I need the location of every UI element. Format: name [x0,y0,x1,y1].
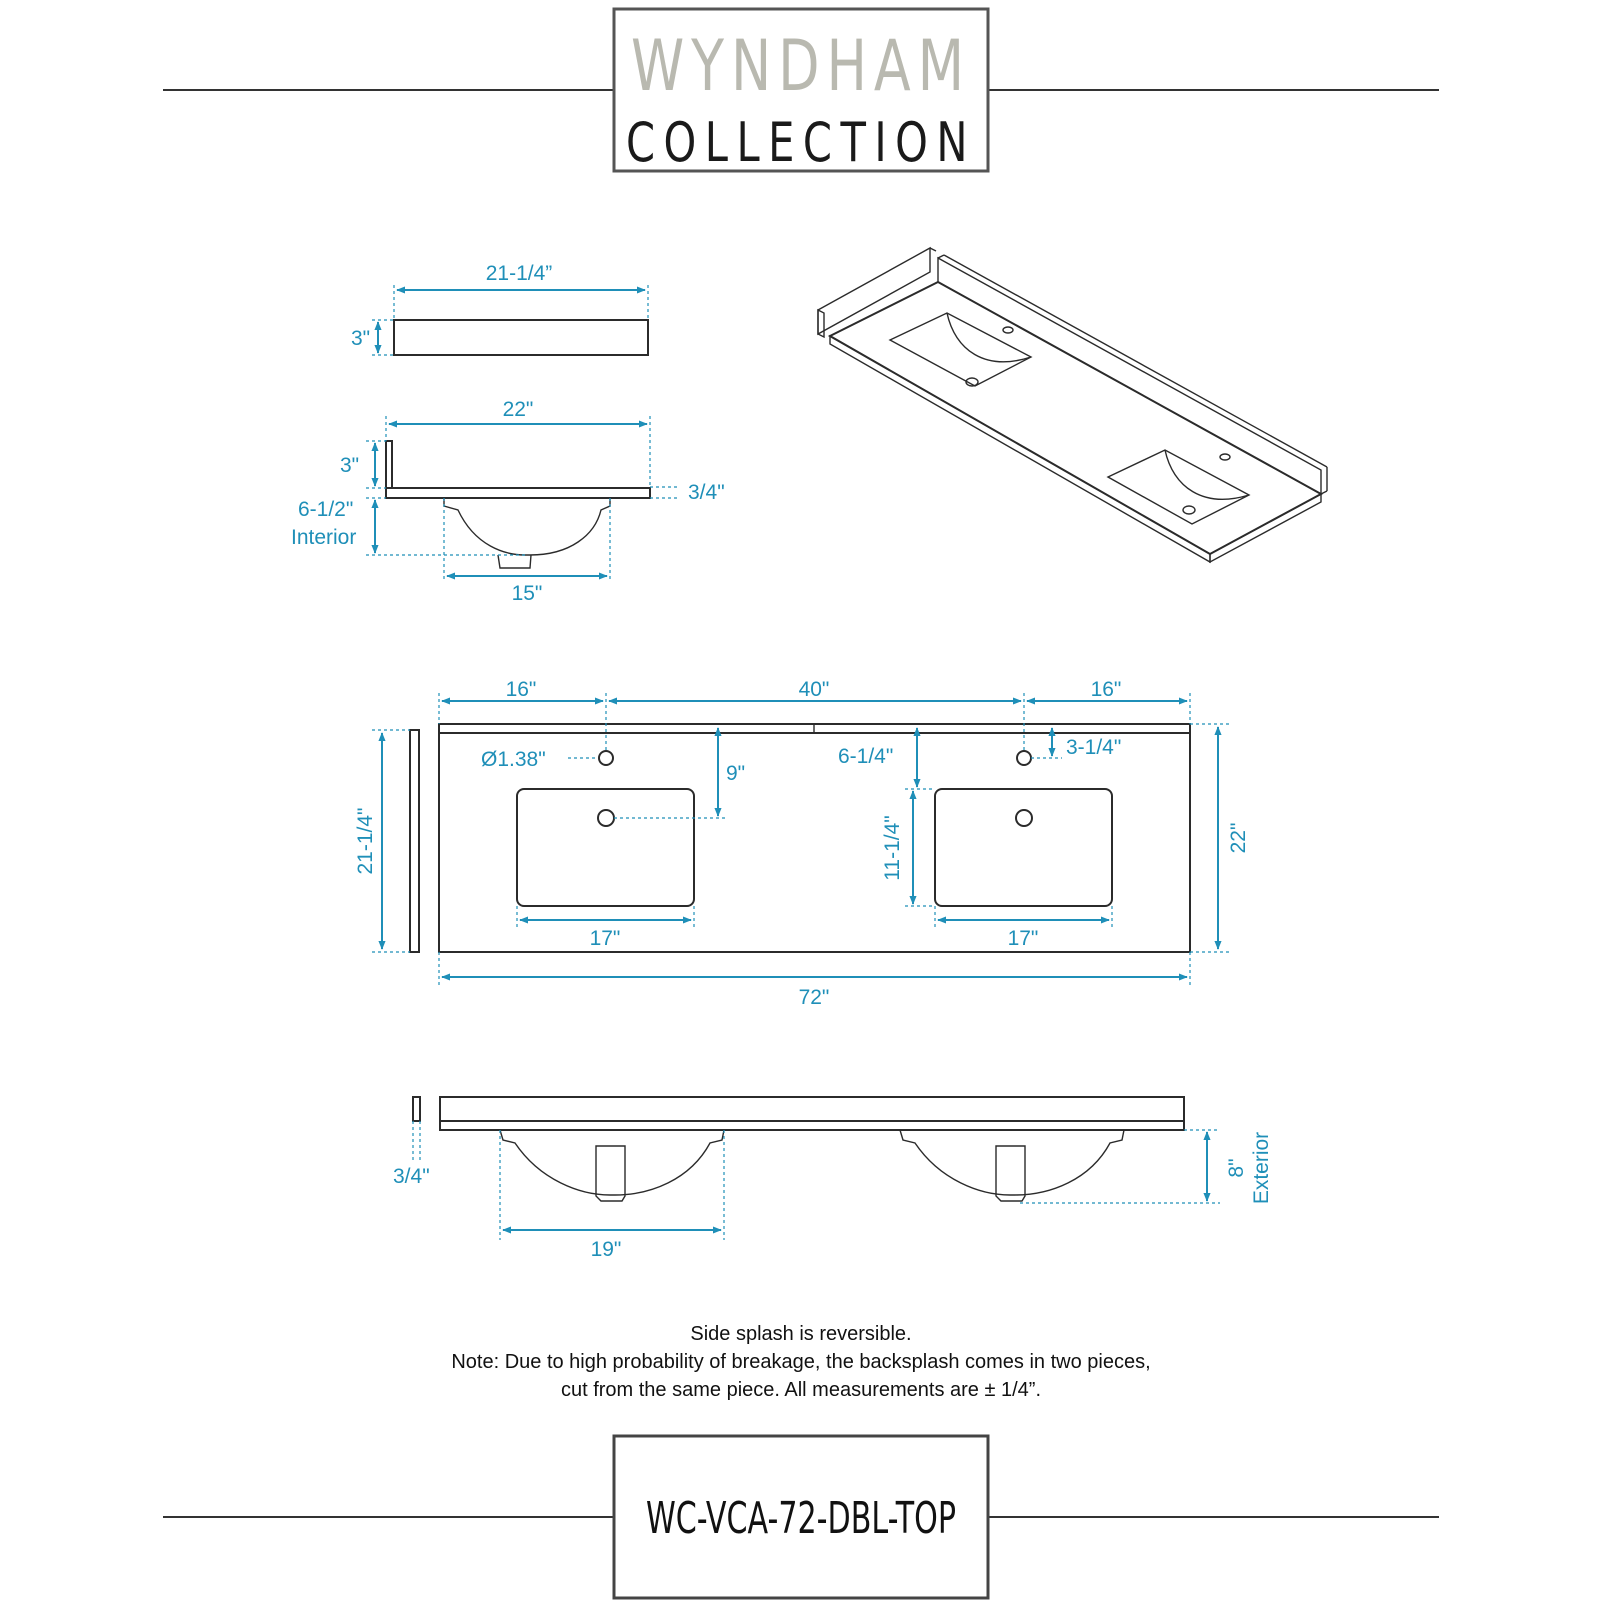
overall-width-label: 72" [799,986,830,1009]
profile-bowl [443,498,611,556]
iso-countertop [827,280,1324,556]
side-splash-height-label: 3" [351,327,370,350]
isometric-view [817,246,1328,564]
side-splash-view: 21-1/4” 3" [351,262,649,356]
top-faucet-hole-right [1016,750,1032,766]
brand-line2: COLLECTION [626,111,976,174]
brand-logo: WYNDHAM COLLECTION [163,7,1439,174]
front-bowl-width-label: 19" [591,1238,622,1261]
back-to-hole-label: 3-1/4" [1066,736,1121,759]
faucet-hole-diameter-label: Ø1.38" [481,748,546,771]
bowl-depth-label: 11-1/4" [881,815,904,880]
model-number: WC-VCA-72-DBL-TOP [646,1493,956,1544]
profile-interior-depth-label: 6-1/2" [298,498,353,521]
front-view: 3/4" 19" 8" Exterior [393,1096,1273,1261]
front-side-splash [412,1096,421,1122]
hole-to-drain-label: 9" [726,762,745,785]
side-profile-view: 22" 3" 3/4" 6-1/2" Interior 15" [291,398,725,605]
top-sink-right [934,788,1113,907]
profile-bowl-width-label: 15" [512,582,543,605]
profile-depth-label: 22" [503,398,534,421]
side-splash-length-label: 21-1/4” [486,262,553,285]
top-drain-left [597,809,615,827]
top-right-offset-label: 16" [1091,678,1122,701]
overall-depth-label: 22" [1227,823,1250,854]
front-bowl-left [499,1129,725,1196]
profile-countertop [385,487,651,499]
bowl-width-left-label: 17" [590,927,621,950]
top-countertop [438,732,1191,953]
side-splash-outline [393,319,649,356]
front-exterior-caption: Exterior [1250,1132,1273,1204]
note-line-1: Side splash is reversible. [690,1323,911,1345]
iso-sink-left [888,312,1033,387]
profile-thickness-label: 3/4" [688,481,725,504]
profile-interior-caption: Interior [291,526,356,549]
front-splash-thickness-label: 3/4" [393,1165,430,1188]
top-sink-left [516,788,695,907]
top-view: 16" 40" 16" Ø1.38" 9" 6-1/4" 3-1/4" 11-1… [354,678,1250,1009]
iso-sink-right [1106,449,1251,525]
notes: Side splash is reversible. Note: Due to … [451,1323,1150,1401]
top-drain-right [1015,809,1033,827]
bowl-width-right-label: 17" [1008,927,1039,950]
front-exterior-depth-label: 8" [1225,1158,1248,1177]
top-side-splash [409,729,420,953]
note-line-3: cut from the same piece. All measurement… [561,1379,1041,1401]
top-faucet-hole-left [598,750,614,766]
front-bowl-right [899,1129,1125,1196]
profile-splash-height-label: 3" [340,454,359,477]
brand-line1: WYNDHAM [631,25,971,107]
top-center-spacing-label: 40" [799,678,830,701]
front-countertop [439,1120,1185,1131]
top-splash-length-label: 21-1/4" [354,808,377,875]
note-line-2: Note: Due to high probability of breakag… [451,1351,1150,1373]
model-footer: WC-VCA-72-DBL-TOP [163,1434,1439,1600]
back-to-bowl-label: 6-1/4" [838,745,893,768]
profile-backsplash [385,440,393,489]
front-backsplash [439,1096,1185,1122]
top-left-offset-label: 16" [506,678,537,701]
